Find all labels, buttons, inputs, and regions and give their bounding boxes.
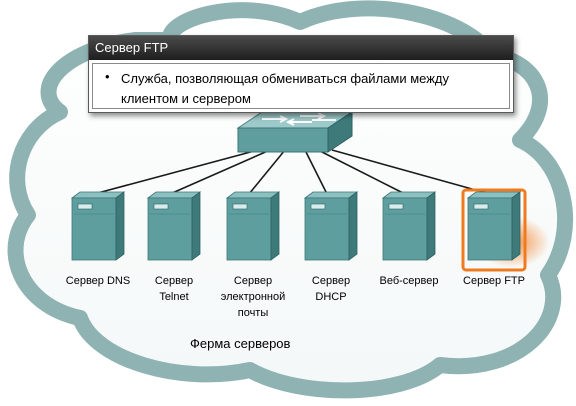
server-dhcp-icon[interactable]	[303, 191, 359, 261]
server-telnet-icon[interactable]	[146, 191, 202, 261]
tooltip-description: Служба, позволяющая обмениваться файлами…	[121, 71, 450, 106]
tooltip-panel: Сервер FTP • Служба, позволяющая обменив…	[88, 35, 514, 113]
tooltip-title: Сервер FTP	[89, 36, 513, 60]
link-ftp	[331, 149, 491, 195]
server-dns-label: Сервер DNS	[65, 275, 131, 287]
link-dns	[93, 149, 259, 195]
server-ftp-icon[interactable]	[461, 188, 550, 272]
server-web-icon[interactable]	[381, 191, 437, 261]
server-farm-label: Ферма серверов	[190, 336, 291, 351]
tooltip-body: • Служба, позволяющая обмениваться файла…	[92, 63, 510, 109]
link-email	[248, 149, 286, 195]
server-web-label: Веб-сервер	[379, 275, 439, 287]
network-links	[93, 149, 491, 195]
switch-icon	[236, 111, 354, 153]
link-dhcp	[304, 149, 328, 195]
server-dns-icon[interactable]	[70, 191, 126, 261]
link-telnet	[169, 149, 271, 195]
bullet-point: •	[105, 69, 110, 84]
server-group	[70, 188, 550, 272]
link-web	[317, 149, 406, 195]
server-email-icon[interactable]	[225, 191, 281, 261]
server-ftp-label: Сервер FTP	[463, 275, 525, 287]
highlight-border	[461, 188, 527, 272]
